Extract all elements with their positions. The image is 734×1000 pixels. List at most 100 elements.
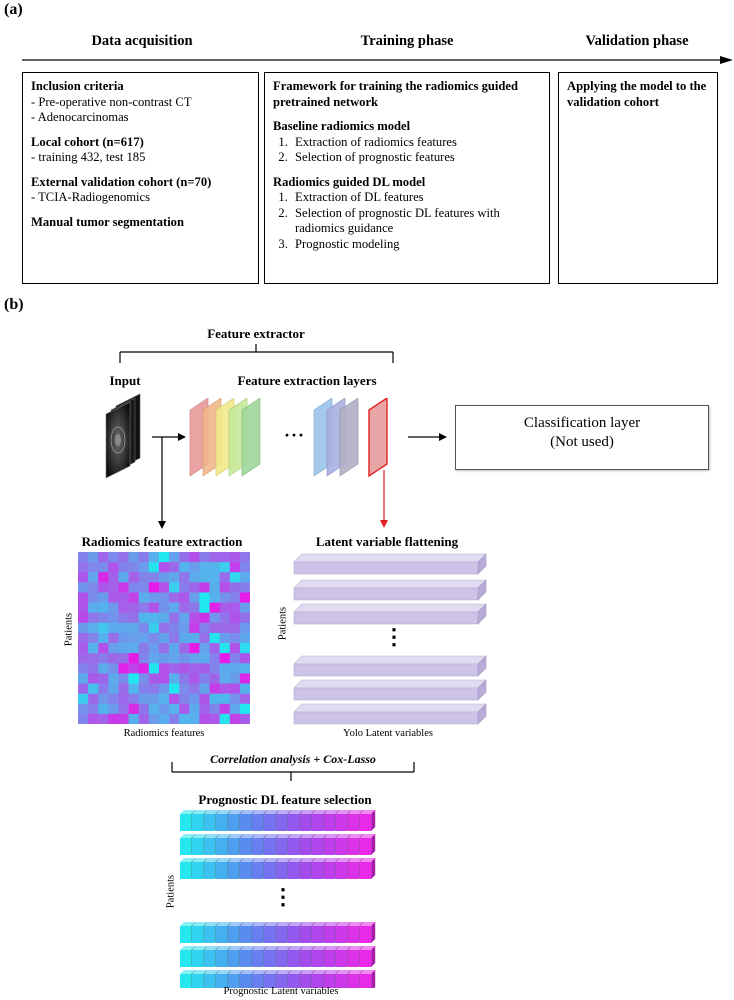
heatmap-cell <box>158 562 170 573</box>
feature-block <box>252 838 264 855</box>
heatmap-cell <box>128 632 140 644</box>
feature-block <box>204 838 216 855</box>
heatmap-cell <box>138 673 150 684</box>
training-phase-box: Framework for training the radiomics gui… <box>264 72 550 284</box>
heatmap-cell <box>98 612 109 624</box>
heatmap-cell <box>199 643 210 654</box>
feature-block-top <box>192 810 208 814</box>
heatmap-cell <box>88 582 99 593</box>
heatmap-cell <box>239 632 250 644</box>
heatmap-cell <box>219 643 231 654</box>
feature-block-top <box>216 810 232 814</box>
feature-block-top <box>228 810 244 814</box>
feature-block-top <box>276 810 292 814</box>
heatmap-cell <box>128 693 140 705</box>
heatmap-cell <box>179 693 190 705</box>
heatmap-cell <box>219 612 231 624</box>
feature-block <box>204 974 216 988</box>
heatmap-cell <box>98 693 109 705</box>
heatmap-cell <box>219 693 231 705</box>
heatmap-cell <box>229 562 241 573</box>
heatmap-cell <box>229 622 241 634</box>
heatmap-cell <box>169 703 180 715</box>
heatmap-cell <box>78 562 89 573</box>
feature-block <box>312 838 324 855</box>
heatmap-cell <box>118 643 129 654</box>
heatmap-cell <box>88 572 99 583</box>
feature-block-top <box>240 810 256 814</box>
heatmap-cell <box>78 683 89 694</box>
heatmap-cell <box>219 572 231 583</box>
heatmap-cell <box>239 562 250 573</box>
heatmap-cell <box>209 612 220 624</box>
feature-block <box>192 926 204 943</box>
heatmap-cell <box>239 653 250 664</box>
feature-block-top <box>360 834 376 838</box>
heatmap-cell <box>78 552 89 563</box>
heatmap-cell <box>158 693 170 705</box>
feature-block <box>216 838 228 855</box>
heatmap-cell <box>138 713 150 724</box>
feature-block <box>312 950 324 967</box>
feature-block <box>240 950 252 967</box>
feature-block-top <box>336 970 352 974</box>
heatmap-cell <box>128 703 140 715</box>
heatmap-cell <box>229 653 241 664</box>
heatmap-cell <box>108 643 119 654</box>
feature-block-top <box>288 970 304 974</box>
heatmap-cell <box>128 592 140 603</box>
heatmap-cell <box>179 653 190 664</box>
dl-item: Selection of prognostic DL features with… <box>291 206 541 237</box>
heatmap-cell <box>219 562 231 573</box>
feature-block-top <box>204 946 220 950</box>
feature-block-top <box>180 922 196 926</box>
heatmap-cell <box>219 592 231 603</box>
heatmap-cell <box>229 693 241 705</box>
latent-ylabel: Patients <box>277 606 289 641</box>
prognostic-row <box>180 834 376 855</box>
heatmap-cell <box>239 643 250 654</box>
feature-block-top <box>312 970 328 974</box>
heatmap-cell <box>169 683 180 694</box>
heatmap-cell <box>148 693 160 705</box>
feature-block <box>240 862 252 879</box>
heatmap-cell <box>108 602 119 614</box>
heatmap-cell <box>138 683 150 694</box>
heatmap-cell <box>108 562 119 573</box>
feature-block <box>348 950 360 967</box>
heatmap-cell <box>219 653 231 664</box>
heatmap-cell <box>239 612 250 624</box>
heatmap-cell <box>179 643 190 654</box>
latent-bar <box>293 579 487 601</box>
feature-block-top <box>312 922 328 926</box>
heatmap-cell <box>118 703 129 715</box>
heatmap-cell <box>209 592 220 603</box>
feature-block <box>300 950 312 967</box>
prognostic-row <box>180 946 376 967</box>
feature-block <box>180 950 192 967</box>
feature-block-top <box>180 970 196 974</box>
prognostic-vertical-ellipsis: ⋮ <box>272 884 294 909</box>
feature-block <box>264 862 276 879</box>
heatmap-cell <box>199 683 210 694</box>
heatmap-cell <box>88 602 99 614</box>
latent-title: Latent variable flattening <box>315 534 459 549</box>
heatmap-cell <box>239 703 250 715</box>
validation-phase-box: Applying the model to the validation coh… <box>558 72 718 284</box>
feature-block <box>264 814 276 831</box>
heatmap-cell <box>189 602 200 614</box>
feature-block-top <box>204 970 220 974</box>
latent-bar <box>293 679 487 701</box>
feature-extractor-bracket <box>119 344 394 363</box>
heatmap-cell <box>209 703 220 715</box>
heatmap-cell <box>98 703 109 715</box>
heatmap-cell <box>199 703 210 715</box>
classification-layer-label: Classification layer <box>523 415 641 431</box>
feature-block-top <box>264 834 280 838</box>
heatmap-cell <box>88 683 99 694</box>
feature-block-top <box>180 858 196 862</box>
feature-block-top <box>204 922 220 926</box>
feature-extractor-label: Feature extractor <box>207 326 305 341</box>
feature-block-top <box>240 858 256 862</box>
not-used-label: (Not used) <box>550 434 614 450</box>
